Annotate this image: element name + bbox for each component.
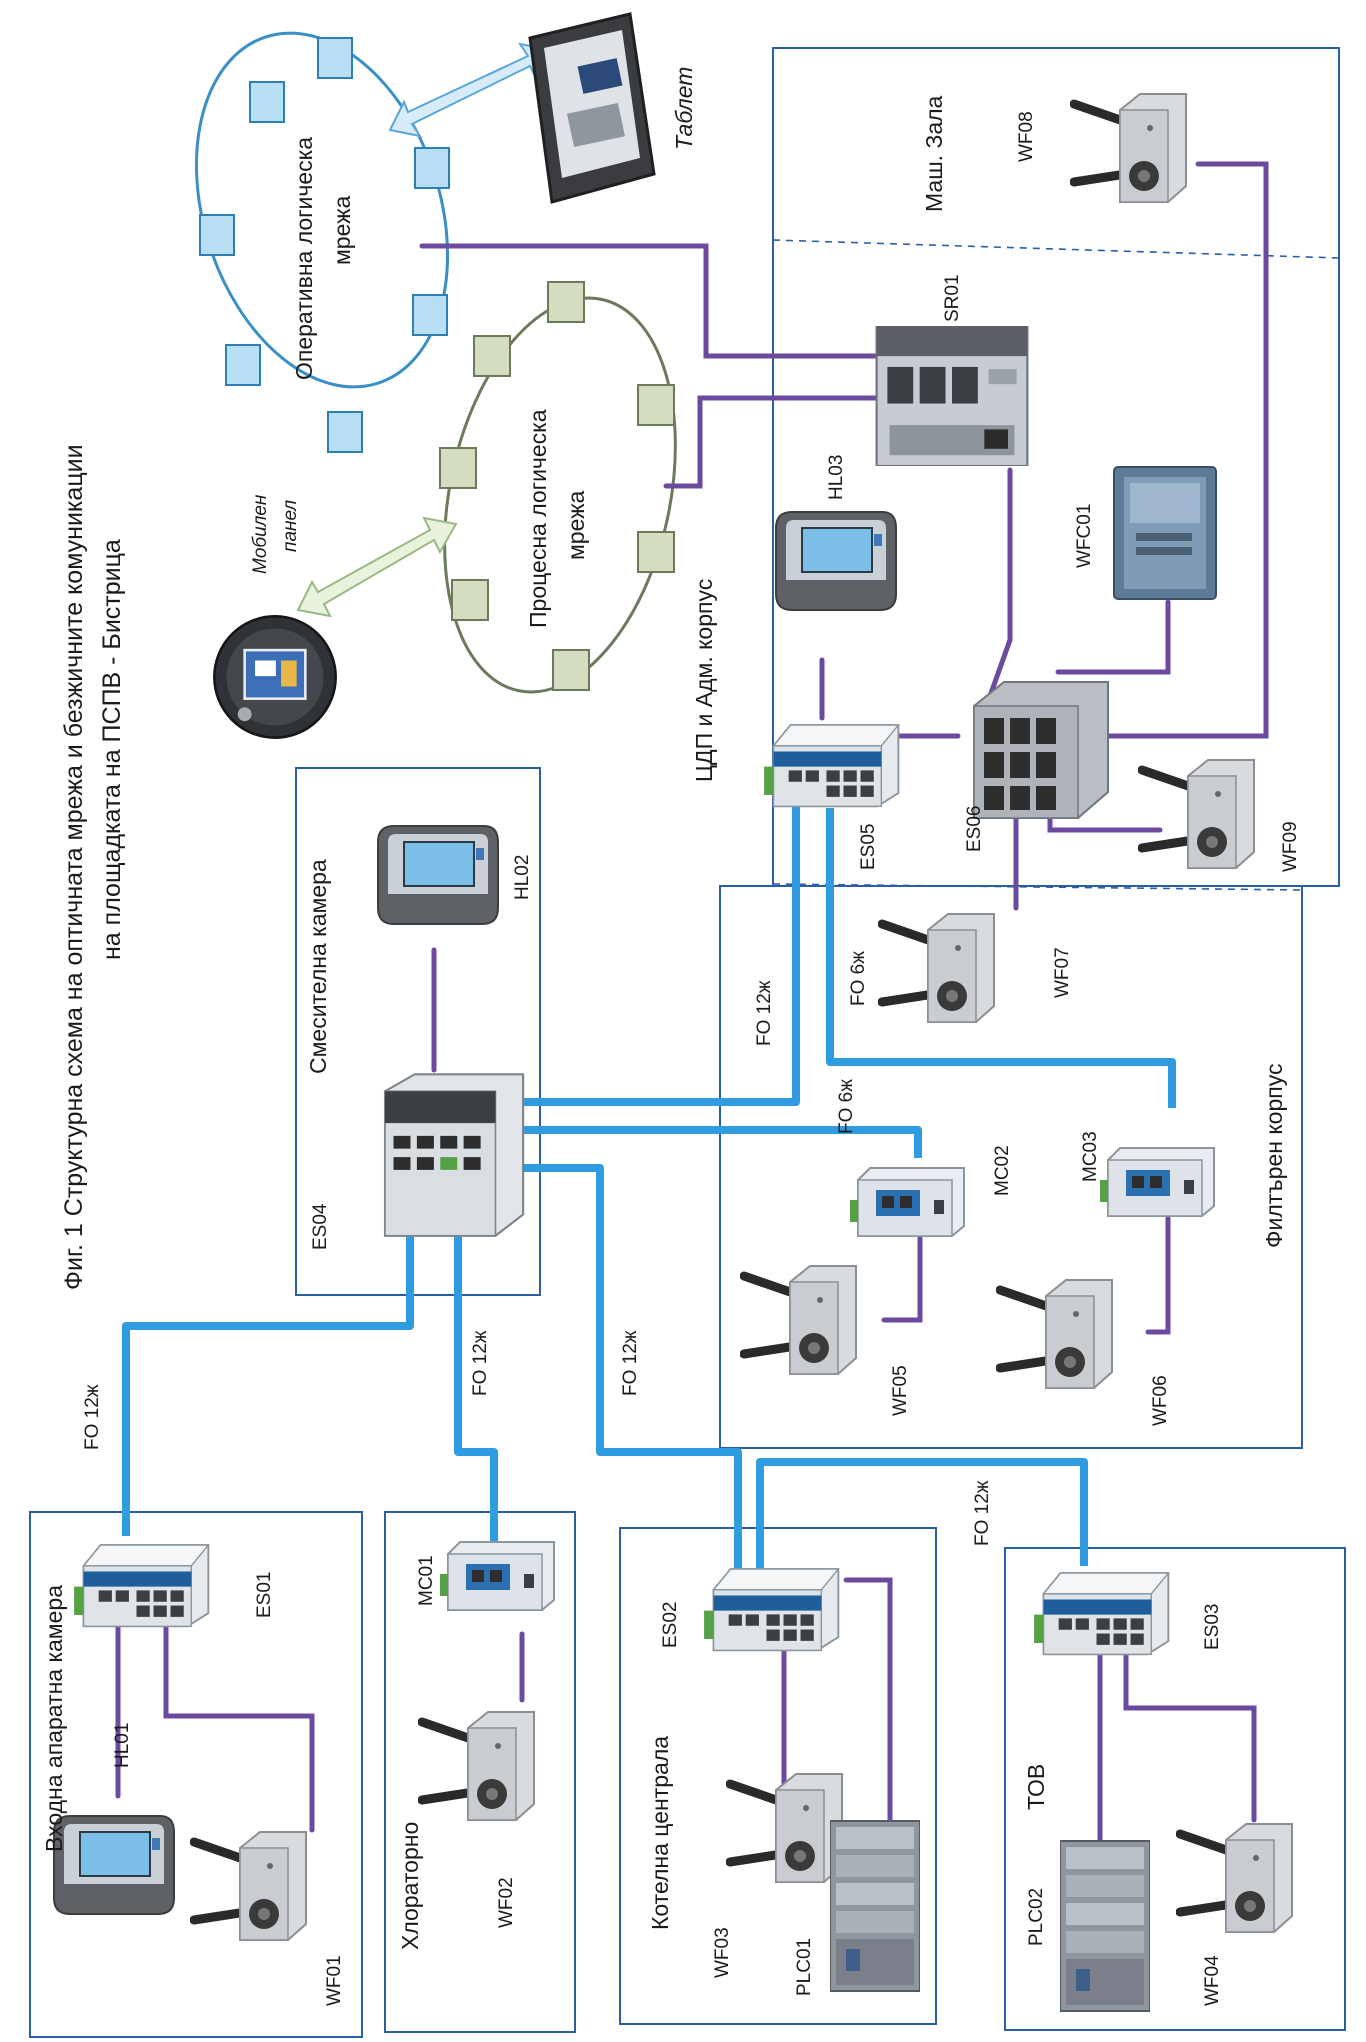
fiber-label-es02: FO 12ж — [620, 1330, 641, 1396]
device-wf03 — [730, 1774, 842, 1882]
area-label-tov: ТОВ — [1023, 1764, 1049, 1810]
mobile-panel-label-line1: Мобилен — [250, 494, 271, 574]
label-wf06: WF06 — [1150, 1375, 1171, 1426]
label-mc01: MC01 — [416, 1555, 437, 1606]
device-es04 — [383, 1073, 525, 1237]
process-network-ring — [443, 296, 677, 694]
mobile-panel-device — [213, 615, 337, 739]
process-network-label: Процесна логическа мрежа — [525, 409, 589, 628]
device-hl03 — [775, 511, 897, 611]
tablet-wireless-link — [388, 42, 554, 138]
fiber-label-mc01: FO 12ж — [470, 1330, 491, 1396]
fiber-label-6-lower: FO 6ж — [836, 1079, 857, 1134]
device-mc01 — [440, 1541, 555, 1611]
label-wf01: WF01 — [324, 1955, 345, 2006]
device-es01 — [73, 1544, 210, 1628]
process-network-label-line2: мрежа — [563, 490, 589, 560]
device-es05 — [763, 724, 900, 808]
area-label-boiler: Котелна централа — [647, 1736, 673, 1930]
device-plc01 — [830, 1819, 920, 1993]
fiber-links — [122, 806, 1176, 1568]
label-plc02: PLC02 — [1026, 1888, 1047, 1946]
device-wf07 — [882, 914, 994, 1022]
operative-network-label: Оперативна логическа мрежа — [291, 137, 355, 380]
label-wf08: WF08 — [1016, 111, 1037, 162]
tablet-label: Таблет — [671, 67, 697, 150]
mobile-panel-label-line2: панел — [280, 500, 301, 552]
operative-network-label-line2: мрежа — [329, 195, 355, 265]
device-es06 — [973, 681, 1109, 819]
device-mc02 — [850, 1167, 965, 1237]
device-wfc01 — [1112, 465, 1218, 601]
label-wf07: WF07 — [1052, 947, 1073, 998]
fiber-label-6-upper: FO 6ж — [848, 951, 869, 1006]
label-wf03: WF03 — [712, 1927, 733, 1978]
label-wf04: WF04 — [1202, 1955, 1223, 2006]
device-wf04 — [1180, 1824, 1292, 1932]
label-sr01: SR01 — [942, 274, 963, 322]
area-label-mash-zala: Маш. Зала — [921, 95, 947, 212]
device-wf02 — [422, 1712, 534, 1820]
device-wf01 — [194, 1832, 306, 1940]
label-wfc01: WFC01 — [1074, 504, 1095, 568]
device-es03 — [1033, 1572, 1170, 1656]
device-mc03 — [1100, 1147, 1215, 1217]
divider-mash-zala — [772, 239, 1340, 259]
ethernet-links — [115, 161, 1269, 1843]
area-box-chlorine — [384, 1511, 576, 2033]
mobile-panel-wireless-link — [296, 516, 458, 618]
process-network-label-line1: Процесна логическа — [525, 409, 551, 628]
figure-title-line1: Фиг. 1 Структурна схема на оптичната мре… — [60, 444, 88, 1290]
device-wf09 — [1142, 760, 1254, 868]
fiber-label-es03: FO 12ж — [972, 1480, 993, 1546]
label-hl02: HL02 — [512, 855, 533, 900]
device-es02 — [703, 1568, 840, 1652]
operative-ring-nodes — [199, 37, 450, 453]
label-es06: ES06 — [964, 806, 985, 852]
device-plc02 — [1060, 1839, 1150, 2013]
label-mc03: MC03 — [1080, 1131, 1101, 1182]
label-es02: ES02 — [660, 1602, 681, 1648]
label-hl03: HL03 — [826, 455, 847, 500]
area-box-tov — [1004, 1547, 1346, 2031]
label-wf05: WF05 — [890, 1365, 911, 1416]
device-hl02 — [376, 824, 500, 926]
area-label-filter: Филтърен корпус — [1261, 1064, 1287, 1248]
area-label-cdp: ЦДП и Адм. корпус — [691, 579, 717, 782]
area-label-entrance: Входна апаратна камера — [41, 1585, 67, 1852]
fiber-label-es01: FO 12ж — [82, 1384, 103, 1450]
label-plc01: PLC01 — [794, 1938, 815, 1996]
device-wf08 — [1074, 94, 1186, 202]
figure-title-line2: на площадката на ПСПВ - Бистрица — [98, 539, 126, 960]
operative-network-label-line1: Оперативна логическа — [291, 137, 317, 380]
tablet-device — [528, 12, 656, 204]
area-box-mixing — [295, 767, 541, 1296]
label-wf02: WF02 — [496, 1877, 517, 1928]
area-box-boiler — [619, 1527, 937, 2025]
divider-filter — [772, 883, 1303, 891]
label-es03: ES03 — [1202, 1604, 1223, 1650]
device-wf05 — [744, 1266, 856, 1374]
label-mc02: MC02 — [992, 1145, 1013, 1196]
area-box-entrance — [29, 1511, 363, 2038]
process-ring-nodes — [439, 281, 675, 691]
area-label-chlorine: Хлораторно — [397, 1822, 423, 1950]
area-label-mixing: Смесителна камера — [305, 859, 331, 1074]
label-hl01: HL01 — [112, 1723, 133, 1768]
device-wf06 — [1000, 1280, 1112, 1388]
device-sr01 — [875, 326, 1029, 466]
label-es05: ES05 — [858, 824, 879, 870]
label-wf09: WF09 — [1280, 821, 1301, 872]
fiber-label-es05: FO 12ж — [754, 980, 775, 1046]
label-es04: ES04 — [310, 1203, 331, 1250]
device-hl01 — [52, 1814, 176, 1916]
label-es01: ES01 — [254, 1572, 275, 1618]
